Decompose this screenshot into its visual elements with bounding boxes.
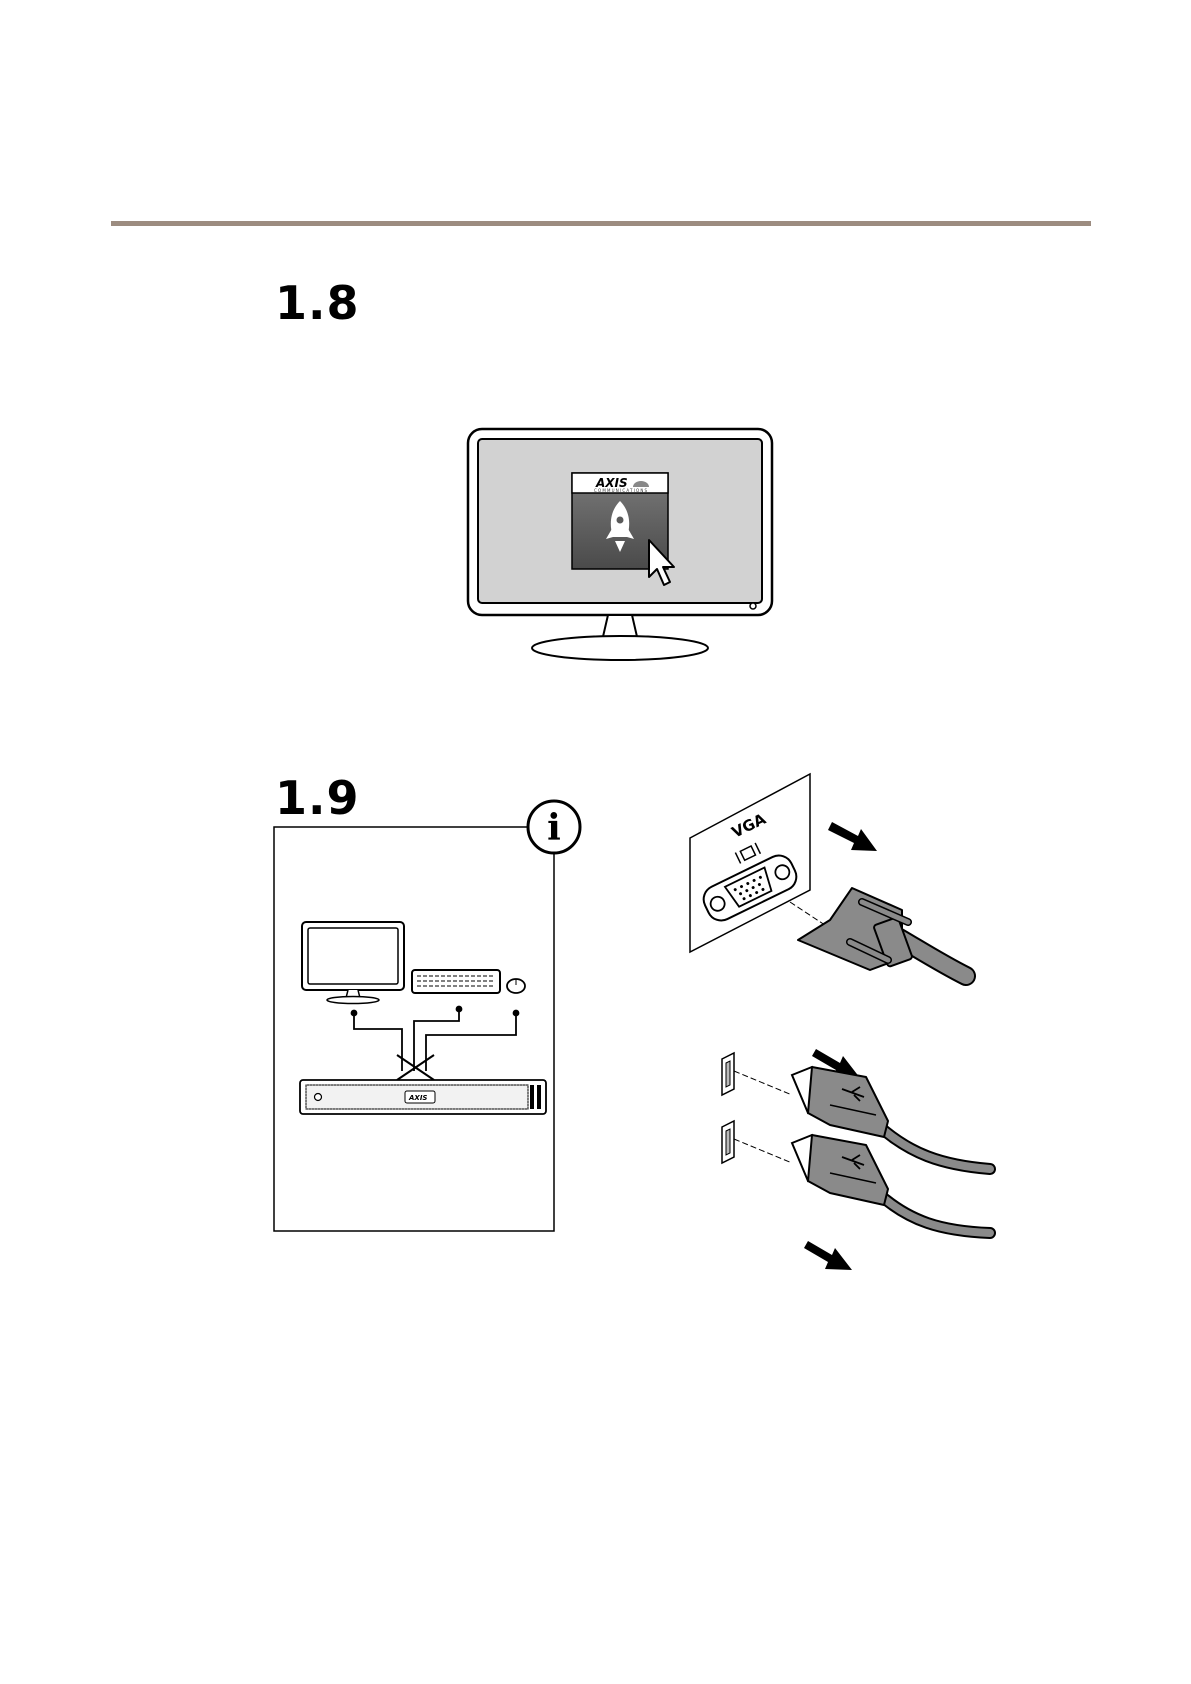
monitor-app-illustration: AXIS COMMUNICATIONS <box>460 425 780 665</box>
vga-connection-illustration: VGA <box>680 770 980 1030</box>
info-box-illustration: i AXIS <box>272 795 592 1235</box>
recorder-logo: AXIS <box>408 1094 427 1102</box>
recorder-unit-icon: AXIS <box>300 1080 546 1114</box>
usb-connection-illustration <box>700 1045 990 1275</box>
step-number-1-8: 1.8 <box>275 280 360 326</box>
monitor-base <box>532 636 708 660</box>
power-led-icon <box>750 603 756 609</box>
vga-direction-arrow-icon <box>828 822 877 851</box>
axis-logo-subtitle: COMMUNICATIONS <box>594 488 648 493</box>
usb-port-upper <box>722 1053 734 1095</box>
usb-plug-lower <box>792 1135 888 1205</box>
mouse-icon <box>507 979 525 993</box>
info-icon: i <box>547 807 561 849</box>
header-rule <box>111 221 1091 226</box>
keyboard-icon <box>412 970 500 993</box>
usb-plug-upper <box>792 1067 888 1137</box>
usb-port-lower <box>722 1121 734 1163</box>
usb-lower-direction-arrow-icon <box>804 1241 852 1270</box>
vga-plug <box>798 888 913 970</box>
